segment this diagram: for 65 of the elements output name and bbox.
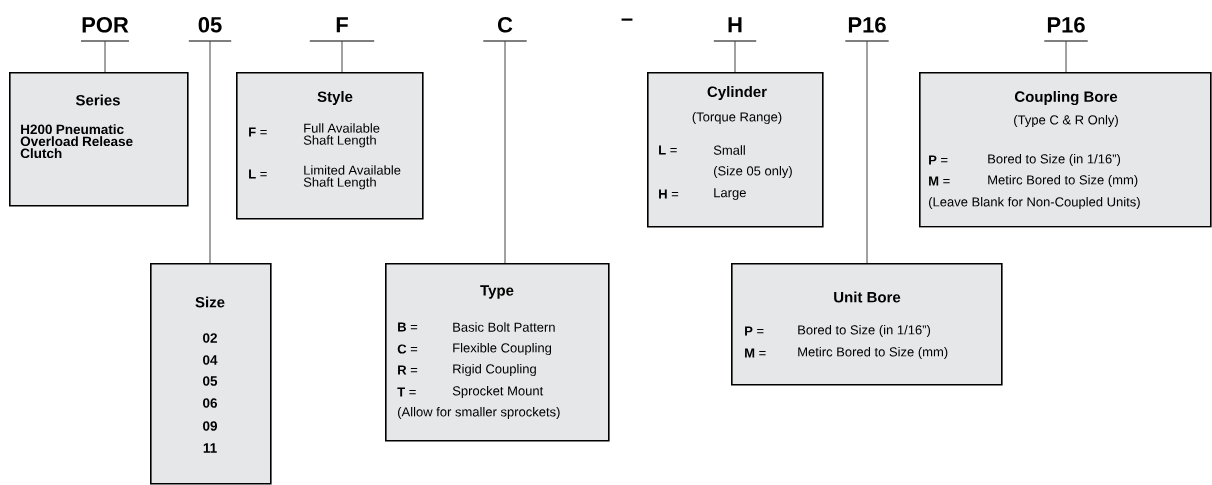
option-box xyxy=(385,263,610,442)
box-heading: Size xyxy=(195,296,225,308)
option-text: Large xyxy=(714,188,746,200)
box-heading: Cylinder xyxy=(707,86,767,100)
option-box xyxy=(236,72,424,220)
box-heading: Series xyxy=(75,94,120,106)
code-segment: F xyxy=(309,17,375,42)
leader-line xyxy=(341,40,343,73)
code-segment: H xyxy=(713,17,757,42)
option-code: R = xyxy=(398,365,418,375)
description-text: H200 Pneumatic Overload Release Clutch xyxy=(20,124,133,159)
option-code: M = xyxy=(929,176,950,186)
leader-line xyxy=(866,40,868,264)
size-value: 06 xyxy=(203,398,218,408)
code-segment: P16 xyxy=(1043,17,1089,42)
option-code: T = xyxy=(397,387,416,397)
option-box xyxy=(9,72,189,207)
option-text: Full Available Shaft Length xyxy=(303,123,380,148)
option-box xyxy=(647,72,824,228)
option-text: Rigid Coupling xyxy=(453,363,536,377)
note-text: (Allow for smaller sprockets) xyxy=(398,406,560,420)
note-text: (Leave Blank for Non-Coupled Units) xyxy=(929,196,1140,210)
box-heading: Style xyxy=(317,91,353,105)
size-value: 05 xyxy=(203,376,218,386)
size-value: 02 xyxy=(203,333,217,343)
note-text: (Type C & R Only) xyxy=(1014,114,1118,128)
code-segment: POR xyxy=(80,17,130,42)
size-value: 04 xyxy=(203,355,218,365)
option-text: Bored to Size (in 1/16”) xyxy=(988,153,1121,167)
separator-dash: – xyxy=(621,18,633,21)
note-text: (Size 05 only) xyxy=(714,165,792,179)
box-heading: Coupling Bore xyxy=(1014,91,1118,106)
leader-line xyxy=(504,40,506,264)
leader-line xyxy=(209,40,211,264)
size-value: 11 xyxy=(203,443,217,453)
option-text: Flexible Coupling xyxy=(453,342,552,356)
box-heading: Type xyxy=(480,285,514,299)
option-text: Sprocket Mount xyxy=(452,385,544,399)
option-code: L = xyxy=(249,169,267,179)
leader-line xyxy=(104,40,106,73)
option-code: F = xyxy=(249,127,267,137)
code-segment: 05 xyxy=(188,17,232,42)
option-box xyxy=(731,263,1003,386)
code-segment: P16 xyxy=(844,17,890,42)
option-code: C = xyxy=(397,344,418,354)
option-text: Limited Available Shaft Length xyxy=(303,165,401,190)
option-code: M = xyxy=(745,348,766,358)
option-text: Metirc Bored to Size (mm) xyxy=(988,174,1138,188)
leader-line xyxy=(1065,40,1067,73)
option-box xyxy=(150,263,272,485)
option-code: L = xyxy=(659,145,677,155)
option-text: Metirc Bored to Size (mm) xyxy=(798,346,948,360)
option-text: Bored to Size (in 1/16”) xyxy=(798,324,931,338)
option-code: P = xyxy=(745,326,764,336)
option-text: Small xyxy=(713,145,745,155)
option-box xyxy=(919,72,1212,228)
note-text: (Torque Range) xyxy=(692,111,782,125)
leader-line xyxy=(734,40,736,73)
size-value: 09 xyxy=(203,421,217,431)
option-text: Basic Bolt Pattern xyxy=(453,322,555,332)
code-segment: C xyxy=(482,17,528,42)
option-code: H = xyxy=(659,189,679,199)
option-code: B = xyxy=(398,322,418,332)
box-heading: Unit Bore xyxy=(834,291,901,303)
option-code: P = xyxy=(929,155,948,165)
